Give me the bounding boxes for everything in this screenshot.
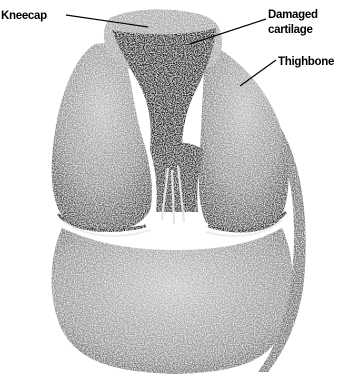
label-damaged-line1: Damaged [268,9,318,21]
shinbone-shape [52,228,293,374]
label-kneecap: Kneecap [1,10,47,22]
femur-right-condyle [199,42,289,233]
label-damaged-line2: cartilage [268,24,313,36]
label-thighbone: Thighbone [278,56,334,68]
knee-illustration [52,9,306,374]
intercondylar-notch [150,143,204,213]
